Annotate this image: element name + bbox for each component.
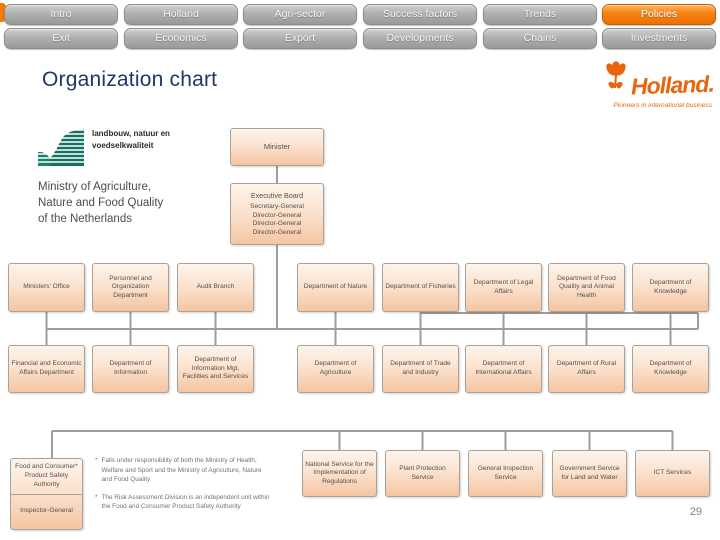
org-box-row1-7: Department of Food Quality and Animal He…	[548, 263, 625, 312]
org-box-row1-8: Department of Knowledge	[632, 263, 709, 312]
top-edge-accent	[0, 3, 6, 22]
org-box-row2-2: Department of Information	[92, 345, 169, 393]
nav-button-export[interactable]: Export	[243, 28, 357, 49]
org-box-row3-5: ICT Services	[635, 450, 710, 497]
page-title: Organization chart	[42, 68, 218, 91]
executive-board-title: Executive Board	[250, 190, 304, 200]
org-box-row3-2: Plant Protection Service	[385, 450, 460, 497]
org-box-row1-5: Department of Fisheries	[382, 263, 459, 312]
executive-board-member: Director-General	[252, 211, 302, 219]
org-box-row2-8: Department of Knowledge	[632, 345, 709, 393]
food-consumer-authority-label: Food and Consumer* Product Safety Author…	[15, 463, 78, 488]
page-number: 29	[689, 506, 702, 518]
org-box-row1-4: Department of Nature	[297, 263, 374, 312]
executive-board-member: Secretary-General	[250, 203, 304, 211]
org-box-row1-2: Personnel and Organization Department	[92, 263, 169, 312]
footnote-marker: *	[95, 493, 98, 501]
org-box-food-consumer-authority: Food and Consumer* Product Safety Author…	[10, 458, 83, 530]
nav-button-trends[interactable]: Trends	[483, 4, 597, 25]
footnote-1: *Falls under responsibility of both the …	[95, 456, 273, 485]
nav-button-economics[interactable]: Economics	[124, 28, 238, 49]
org-box-row3-1: National Service for the Implementation …	[302, 450, 377, 497]
org-box-row2-7: Department of Rural Affairs	[548, 345, 625, 393]
ministry-logo-block: landbouw, natuur en voedselkwaliteit	[38, 126, 170, 171]
org-box-row2-1: Financial and Economic Affairs Departmen…	[8, 345, 85, 393]
footnote-text: The Risk Assessment Division is an indep…	[101, 493, 270, 511]
ministry-logo-caption-line1: landbouw, natuur en	[92, 129, 170, 138]
nav-button-chains[interactable]: Chains	[483, 28, 597, 49]
nav-button-intro[interactable]: Intro	[4, 4, 118, 25]
org-box-row2-3: Department of Information Mgt, Facilitie…	[177, 345, 254, 393]
org-box-minister: Minister	[230, 128, 324, 166]
org-box-row3-4: Government Service for Land and Water	[552, 450, 627, 497]
org-box-row2-4: Department of Agriculture	[297, 345, 374, 393]
nav-button-investments[interactable]: Investments	[602, 28, 716, 49]
footnotes: *Falls under responsibility of both the …	[95, 456, 273, 520]
executive-board-member: Director-General	[252, 228, 302, 236]
nav-button-agri-sector[interactable]: Agri-sector	[243, 4, 357, 25]
nav-button-developments[interactable]: Developments	[363, 28, 477, 49]
org-box-row1-3: Audit Branch	[177, 263, 254, 312]
holland-logo: Holland. Pioneers in international busin…	[564, 60, 714, 109]
footnote-2: *The Risk Assessment Division is an inde…	[95, 493, 273, 512]
footnote-text: Falls under responsibility of both the M…	[101, 457, 262, 484]
org-box-row2-5: Department of Trade and Industry	[382, 345, 459, 393]
holland-tagline: Pioneers in international business	[613, 102, 712, 109]
executive-board-member: Director-General	[252, 220, 302, 228]
org-box-row1-1: Ministers' Office	[8, 263, 85, 312]
org-box-row2-6: Department of International Affairs	[465, 345, 542, 393]
nav-button-success-factors[interactable]: Success factors	[363, 4, 477, 25]
org-box-row1-6: Department of Legal Affairs	[465, 263, 542, 312]
ministry-name: Ministry of Agriculture, Nature and Food…	[38, 181, 164, 226]
ministry-logo-caption-line2: voedselkwaliteit	[92, 140, 154, 150]
tulip-icon	[604, 60, 628, 97]
footnote-marker: *	[95, 457, 98, 464]
nav-button-holland[interactable]: Holland	[124, 4, 238, 25]
org-box-row3-3: General Inspection Service	[468, 450, 543, 497]
nav-button-policies[interactable]: Policies	[602, 4, 716, 25]
ministry-logo-icon	[38, 126, 84, 171]
nav-button-exit[interactable]: Exit	[4, 28, 118, 49]
inspector-general-label: Inspector-General	[11, 493, 82, 530]
